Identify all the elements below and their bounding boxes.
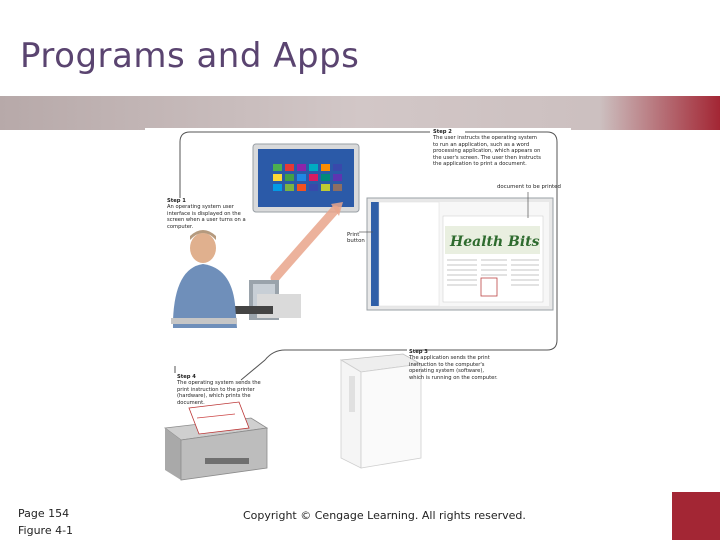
header-band: [0, 96, 720, 130]
step-3-heading: Step 3: [409, 349, 428, 355]
newsletter-title: Health Bits: [449, 234, 540, 250]
step-2-text: The user instructs the operating system …: [433, 135, 541, 168]
step-3-caption: Step 3 The application sends the print i…: [409, 349, 499, 381]
step-2-heading: Step 2: [433, 129, 452, 135]
step-4-heading: Step 4: [177, 374, 196, 380]
figure-reference: Page 154 Figure 4-1: [18, 505, 73, 539]
page-reference: Page 154: [18, 507, 70, 520]
person-at-computer-illustration: [171, 230, 301, 328]
step-4-caption: Step 4 The operating system sends the pr…: [177, 374, 269, 406]
tablet-screen: [252, 143, 360, 213]
copyright-notice: Copyright © Cengage Learning. All rights…: [243, 509, 526, 522]
printer-illustration: [163, 401, 269, 481]
step-3-text: The application sends the print instruct…: [409, 355, 498, 381]
slide-title: Programs and Apps: [20, 36, 360, 76]
figure-number: Figure 4-1: [18, 524, 74, 537]
flow-arrow: [270, 205, 340, 283]
print-button-label: Print button: [347, 232, 365, 245]
tower-computer-illustration: [339, 353, 423, 469]
step-4-text: The operating system sends the print ins…: [177, 380, 261, 406]
step-1-caption: Step 1 An operating system user interfac…: [167, 198, 247, 230]
process-diagram: Health Bits: [145, 128, 571, 492]
document-to-be-printed-label: document to be printed: [497, 184, 561, 190]
step-2-caption: Step 2 The user instructs the operating …: [433, 129, 543, 167]
corner-accent-block: [672, 492, 720, 540]
word-processor-monitor: Health Bits: [359, 197, 554, 311]
step-1-text: An operating system user interface is di…: [167, 204, 246, 230]
diagram-illustration: Health Bits: [163, 131, 558, 481]
step-1-heading: Step 1: [167, 198, 186, 204]
